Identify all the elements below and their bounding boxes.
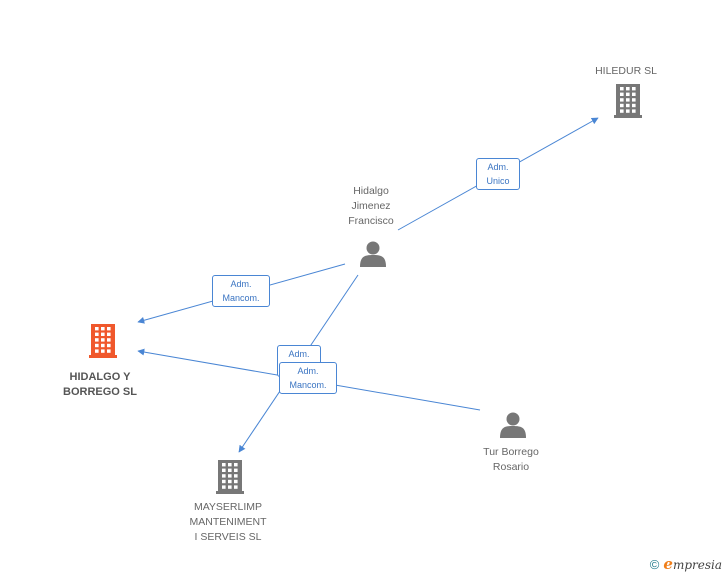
edge-label-hidalgo-jimenez-to-hidalgo-borrego: Adm. Mancom. [212,275,270,307]
building-icon[interactable] [614,84,642,118]
node-label-hidalgo-jimenez[interactable]: Hidalgo Jimenez Francisco [348,185,394,227]
node-label-mayserlimp[interactable]: MAYSERLIMP MANTENIMENT I SERVEIS SL [189,501,267,543]
building-icon[interactable] [216,460,244,494]
node-label-tur-borrego[interactable]: Tur Borrego Rosario [483,446,539,473]
node-label-hidalgo-borrego[interactable]: HIDALGO Y BORREGO SL [63,371,137,398]
person-icon[interactable] [360,241,386,268]
person-icon[interactable] [500,412,526,439]
copyright-icon: © [649,556,660,572]
edge-label-tur-borrego-to-hidalgo-borrego: Adm. Mancom. [279,362,337,394]
copyright-footer: © empresia [650,555,722,573]
edge-label-hidalgo-jimenez-to-hiledur: Adm. Unico [476,158,520,190]
node-label-hiledur[interactable]: HILEDUR SL [595,65,657,77]
empresia-logo[interactable]: empresia [663,555,722,573]
building-icon[interactable] [89,324,117,358]
